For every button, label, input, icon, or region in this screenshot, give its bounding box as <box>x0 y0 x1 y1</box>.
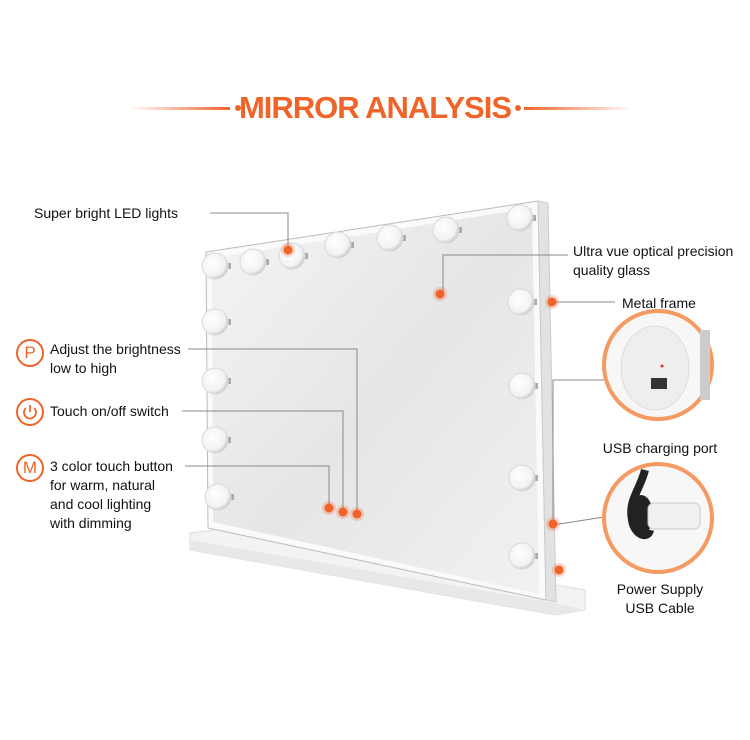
led-bulb <box>204 483 234 511</box>
led-bulb <box>201 367 231 395</box>
usb-port-closeup <box>602 309 714 421</box>
led-bulb <box>201 252 231 280</box>
label-power-switch: Touch on/off switch <box>50 403 169 419</box>
led-bulb <box>508 372 538 400</box>
label-brightness-line1: Adjust the brightness <box>50 341 181 357</box>
label-usb-cable: Power Supply USB Cable <box>590 580 730 618</box>
callout-marker <box>546 517 560 531</box>
mode-m-icon: M <box>16 454 44 482</box>
led-bulb <box>324 231 354 259</box>
label-cable-line2: USB Cable <box>625 600 695 616</box>
label-color-button: 3 color touch button for warm, natural a… <box>50 457 173 533</box>
label-brightness: Adjust the brightness low to high <box>50 340 181 378</box>
led-bulb <box>507 288 537 316</box>
led-bulb <box>201 426 231 454</box>
label-metal-frame: Metal frame <box>622 295 696 311</box>
label-glass-line1: Ultra vue optical precision <box>573 243 734 259</box>
led-bulb <box>376 224 406 252</box>
label-mode-line2: for warm, natural <box>50 477 156 493</box>
label-mode-line4: with dimming <box>50 515 132 531</box>
callout-marker <box>281 243 295 257</box>
callout-marker <box>322 501 336 515</box>
label-cable-line1: Power Supply <box>616 581 704 597</box>
callout-marker <box>350 507 364 521</box>
label-brightness-line2: low to high <box>50 360 117 376</box>
led-bulbs <box>201 204 538 570</box>
callout-marker <box>552 563 566 577</box>
led-bulb <box>506 204 536 232</box>
page-title: MIRROR ANALYSIS <box>238 90 512 125</box>
brightness-p-icon: P <box>16 339 44 367</box>
led-bulb <box>201 308 231 336</box>
label-mode-line3: and cool lighting <box>50 496 152 512</box>
led-bulb <box>432 216 462 244</box>
callout-markers <box>281 243 566 577</box>
callout-lines <box>182 212 615 526</box>
callout-marker <box>336 505 350 519</box>
led-bulb <box>508 542 538 570</box>
label-glass-line2: quality glass <box>573 262 651 278</box>
label-led-lights: Super bright LED lights <box>34 205 178 221</box>
callout-marker <box>545 295 559 309</box>
mirror-glass <box>212 208 539 594</box>
title-decoration <box>130 105 634 111</box>
usb-cable-closeup <box>602 462 714 574</box>
led-bulb <box>239 248 269 276</box>
label-glass: Ultra vue optical precision quality glas… <box>573 242 733 280</box>
power-icon <box>16 398 44 426</box>
label-usb-port: USB charging port <box>602 440 718 456</box>
label-mode-line1: 3 color touch button <box>50 458 173 474</box>
callout-marker <box>433 287 447 301</box>
led-bulb <box>508 464 538 492</box>
